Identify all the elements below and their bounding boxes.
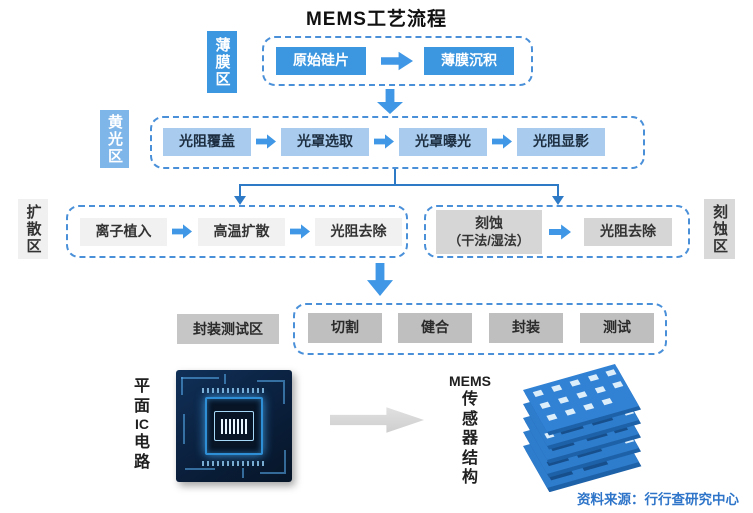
step-etch-line2: （干法/湿法） [448, 232, 530, 248]
source-credit: 资料来源：行行查研究中心 [577, 492, 739, 507]
connector-arrowhead-right [552, 196, 564, 205]
connector-drop-left [239, 186, 241, 197]
step-bonding: 健合 [398, 313, 472, 343]
step-etch: 刻蚀 （干法/湿法） [436, 210, 542, 254]
step-dicing: 切割 [308, 313, 382, 343]
step-resist-coat: 光阻覆盖 [163, 128, 251, 156]
connector-stem [394, 169, 396, 185]
step-testing: 测试 [580, 313, 654, 343]
zone-group-etch [424, 205, 690, 258]
step-resist-strip-left: 光阻去除 [315, 218, 402, 246]
connector-arrowhead-left [234, 196, 246, 205]
caption-char: 传 [461, 391, 478, 409]
zone-label-package-test: 封装测试区 [177, 314, 279, 344]
caption-char: 器 [461, 430, 478, 448]
zone-group-diffusion [66, 205, 408, 258]
step-etch-line1: 刻蚀 [475, 215, 503, 232]
zone-label-diffusion: 扩散区 [18, 199, 48, 259]
caption-char: 面 [133, 397, 150, 415]
zone-label-yellow-light: 黄光区 [100, 110, 129, 168]
mems-stack-image [523, 364, 642, 492]
step-resist-strip-right: 光阻去除 [584, 218, 672, 246]
chip-pins-bottom [202, 461, 266, 466]
caption-char: 感 [461, 410, 478, 428]
step-mask-select: 光罩选取 [281, 128, 369, 156]
chip-pins-top [202, 388, 266, 393]
step-high-temp-diffusion: 高温扩散 [198, 218, 285, 246]
caption-char: IC [135, 416, 149, 433]
zone-group-thin-film [262, 36, 533, 86]
caption-char: 平 [133, 378, 150, 395]
step-resist-develop: 光阻显影 [517, 128, 605, 156]
connector-drop-right [557, 186, 559, 197]
transform-arrow-icon [330, 407, 424, 433]
zone-label-thin-film: 薄膜区 [207, 31, 237, 93]
zone-group-yellow-light [150, 116, 645, 169]
caption-char: 电 [133, 434, 150, 452]
step-mask-expose: 光罩曝光 [399, 128, 487, 156]
step-ion-implant: 离子植入 [80, 218, 167, 246]
zone-label-etch: 刻蚀区 [704, 199, 735, 259]
caption-char: MEMS [449, 373, 491, 389]
mems-structure-caption: MEMS 传 感 器 结 构 [444, 373, 496, 488]
caption-char: 路 [133, 453, 150, 471]
ic-circuit-caption: 平 面 IC 电 路 [122, 377, 162, 472]
ic-chip-image [176, 370, 292, 482]
caption-char: 构 [461, 469, 478, 487]
page-title: MEMS工艺流程 [305, 9, 447, 30]
connector-horizontal [239, 184, 559, 186]
zone-group-package-test [293, 303, 667, 355]
step-packaging: 封装 [489, 313, 563, 343]
step-raw-wafer: 原始硅片 [276, 47, 366, 75]
down-arrow-icon [377, 89, 403, 114]
chip-core [205, 397, 263, 455]
step-film-deposition: 薄膜沉积 [424, 47, 514, 75]
down-arrow-icon [367, 263, 393, 296]
caption-char: 结 [461, 449, 478, 467]
